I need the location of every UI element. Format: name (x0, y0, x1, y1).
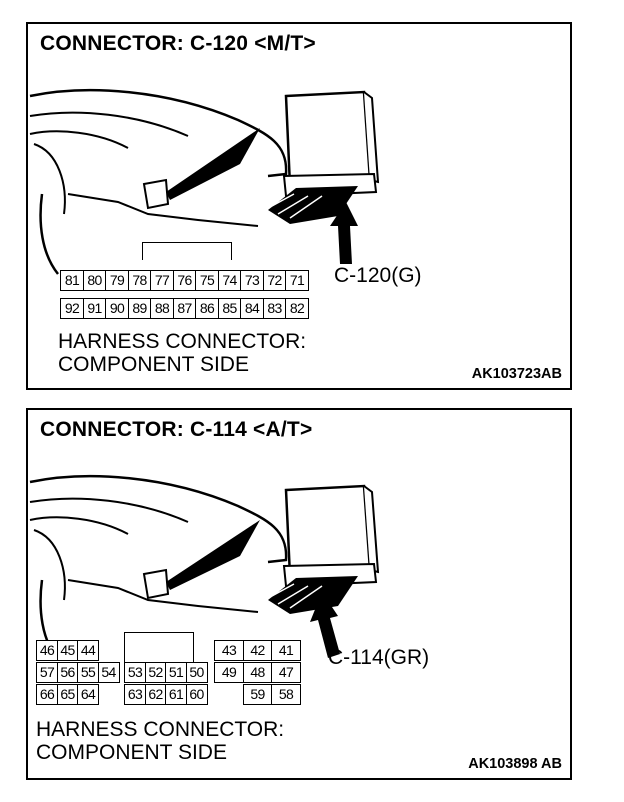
figure-code: AK103723AB (471, 366, 562, 382)
note-line-2: COMPONENT SIDE (58, 353, 249, 376)
pointer-wedge (166, 128, 260, 200)
control-unit-box (268, 484, 380, 614)
connector-callout: C-114(GR) (328, 646, 430, 669)
pin-cell: 83 (262, 298, 287, 319)
pin-cell: 79 (105, 270, 129, 291)
pin-cell: 50 (185, 662, 208, 683)
panel-title: CONNECTOR: C-114 <A/T> (40, 418, 313, 441)
pin-cell: 82 (285, 298, 309, 319)
pin-cell: 74 (217, 270, 242, 291)
dashboard-illustration (29, 88, 380, 275)
pin-cell: 73 (240, 270, 264, 291)
pin-cell: 52 (144, 662, 167, 683)
pin-cell: 47 (271, 662, 301, 683)
pin-cell: 92 (60, 298, 84, 319)
pin-cell: 63 (124, 684, 146, 705)
note-line-1: HARNESS CONNECTOR: (58, 330, 307, 353)
pin-cell: 91 (82, 298, 107, 319)
pin-cell: 55 (77, 662, 99, 683)
connector-callout: C-120(G) (334, 264, 422, 287)
pin-cell: 72 (262, 270, 287, 291)
pin-cell: 60 (185, 684, 208, 705)
pin-cell: 62 (144, 684, 167, 705)
pin-cell: 41 (271, 640, 301, 661)
pin-cell: 77 (150, 270, 174, 291)
pin-cell: 90 (105, 298, 129, 319)
harness-note: HARNESS CONNECTOR: COMPONENT SIDE (36, 718, 284, 764)
pin-cell: 75 (195, 270, 219, 291)
pin-cell: 44 (77, 640, 99, 661)
figure-code: AK103898 AB (468, 756, 562, 772)
pin-cell: 81 (60, 270, 84, 291)
arrow-up-icon (330, 202, 358, 264)
connector-hood (142, 242, 232, 260)
pin-cell: 59 (242, 684, 273, 705)
pin-cell: 53 (124, 662, 146, 683)
pin-cell: 48 (242, 662, 273, 683)
pin-cell: 46 (36, 640, 58, 661)
pin-cell: 66 (36, 684, 58, 705)
pin-cell: 76 (172, 270, 197, 291)
pin-cell: 84 (240, 298, 264, 319)
pin-cell: 80 (82, 270, 107, 291)
harness-note: HARNESS CONNECTOR: COMPONENT SIDE (58, 330, 306, 376)
pin-cell: 43 (214, 640, 244, 661)
note-line-2: COMPONENT SIDE (36, 741, 227, 764)
pin-cell: 57 (36, 662, 58, 683)
pin-cell: 64 (77, 684, 99, 705)
pin-cell: 54 (97, 662, 120, 683)
pin-cell: 85 (217, 298, 242, 319)
pin-cell: 49 (214, 662, 244, 683)
pin-cell: 56 (56, 662, 79, 683)
pointer-wedge (166, 520, 260, 590)
pin-cell: 88 (150, 298, 174, 319)
pin-cell: 65 (56, 684, 79, 705)
connector-hood (124, 632, 194, 663)
pin-cell: 42 (242, 640, 273, 661)
note-line-1: HARNESS CONNECTOR: (36, 718, 285, 741)
control-unit-box (268, 90, 380, 224)
dashboard-illustration (29, 474, 380, 661)
pin-cell: 61 (165, 684, 187, 705)
pin-cell: 71 (285, 270, 309, 291)
arrow-up-icon (310, 592, 340, 658)
pin-cell: 51 (165, 662, 187, 683)
pin-cell: 58 (271, 684, 301, 705)
pin-cell: 78 (127, 270, 152, 291)
panel-title: CONNECTOR: C-120 <M/T> (40, 32, 316, 55)
pin-cell: 89 (127, 298, 152, 319)
pin-cell: 87 (172, 298, 197, 319)
pin-cell: 86 (195, 298, 219, 319)
pin-cell: 45 (56, 640, 79, 661)
